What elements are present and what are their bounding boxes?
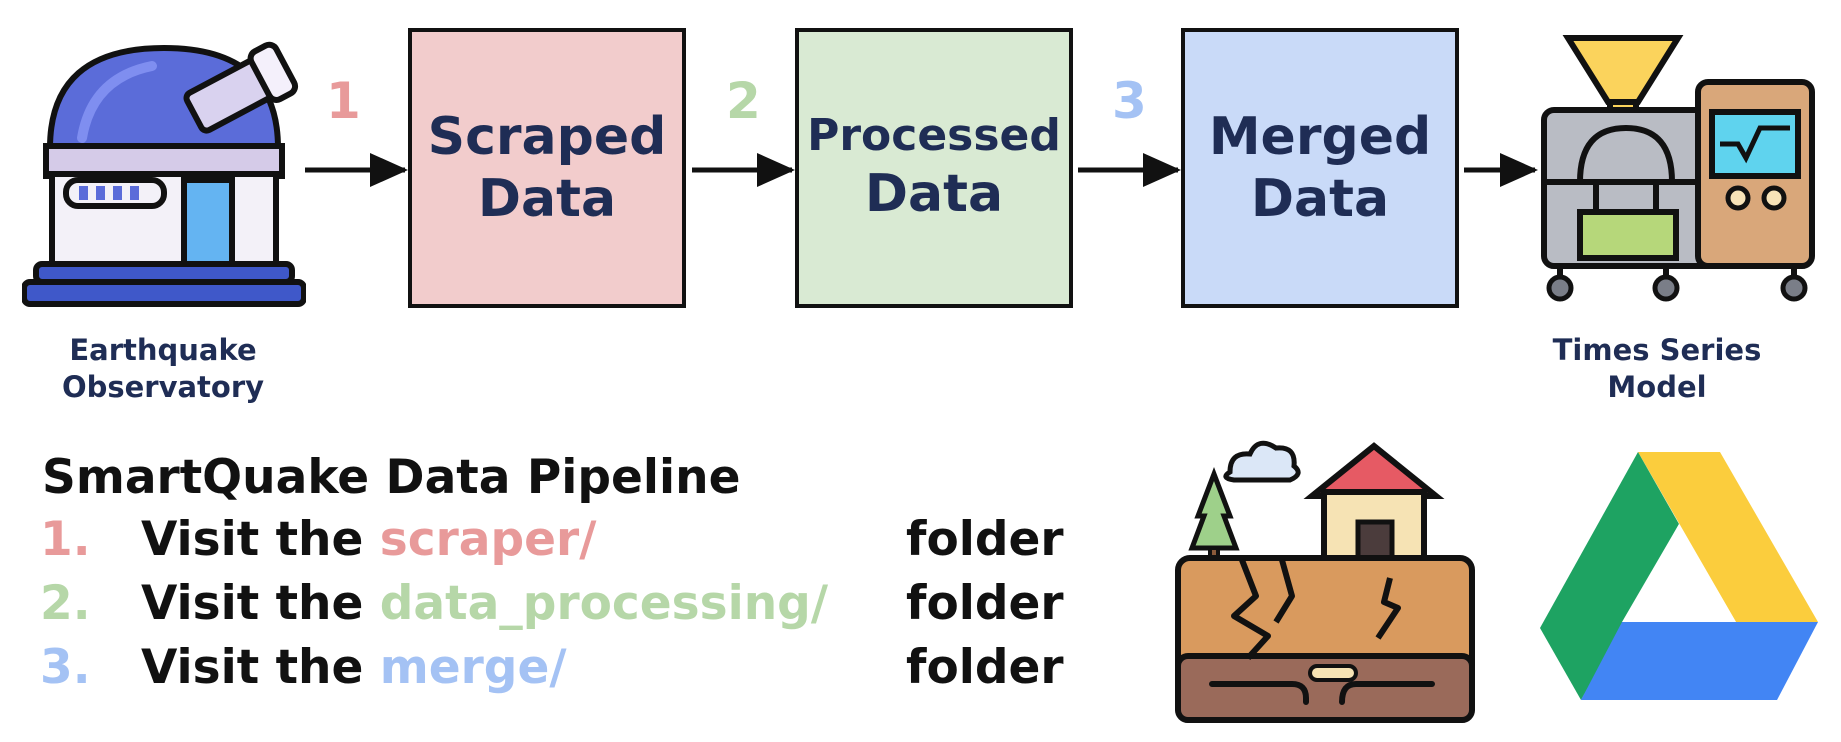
instruction-step-1-prefix: Visit the — [141, 512, 364, 567]
time-series-model-caption-line1: Times Series — [1552, 333, 1762, 367]
observatory-icon — [22, 41, 306, 307]
merge-folder-link[interactable]: merge/ — [379, 640, 567, 695]
instruction-step-3-prefix: Visit the — [141, 640, 364, 695]
processed-data-label-line1: Processed — [807, 110, 1061, 162]
google-drive-icon — [1540, 452, 1818, 700]
scraped-data-label-line1: Scraped — [427, 106, 667, 167]
pipeline-title: SmartQuake Data Pipeline — [42, 450, 741, 505]
instruction-step-3-number: 3. — [40, 640, 91, 695]
instruction-step-1-number: 1. — [40, 512, 91, 567]
instruction-step-3-suffix: folder — [906, 640, 1064, 695]
merged-data-box: Merged Data — [1181, 28, 1459, 308]
stage-number-3: 3 — [1112, 72, 1147, 130]
merged-data-label-line1: Merged — [1208, 106, 1432, 167]
instruction-step-3-text: Visit the merge/ — [141, 640, 566, 695]
earthquake-observatory-caption-line2: Observatory — [61, 370, 265, 404]
earthquake-observatory-caption: Earthquake Observatory — [43, 332, 283, 406]
flow-arrows — [305, 153, 1538, 187]
instruction-step-2-prefix: Visit the — [141, 576, 364, 631]
instruction-step-2-number: 2. — [40, 576, 91, 631]
earthquake-house-icon — [1175, 440, 1475, 723]
scraped-data-box: Scraped Data — [408, 28, 686, 308]
time-series-model-caption-line2: Model — [1607, 370, 1707, 404]
stage-number-1: 1 — [326, 72, 361, 130]
processed-data-label-line2: Data — [864, 164, 1004, 225]
instruction-step-2-suffix: folder — [906, 576, 1064, 631]
instruction-step-2-text: Visit the data_processing/ — [141, 576, 828, 631]
merged-data-label-line2: Data — [1250, 169, 1390, 229]
arrow-3 — [1078, 153, 1181, 187]
stage-number-2: 2 — [726, 72, 761, 130]
scraper-folder-link[interactable]: scraper/ — [379, 512, 597, 567]
data-processing-folder-link[interactable]: data_processing/ — [379, 576, 828, 631]
scraped-data-label-line2: Data — [477, 169, 617, 229]
instruction-step-1-text: Visit the scraper/ — [141, 512, 596, 567]
arrow-4 — [1464, 153, 1538, 187]
processed-data-box: Processed Data — [795, 28, 1073, 308]
arrow-2 — [692, 153, 795, 187]
instruction-step-1-suffix: folder — [906, 512, 1064, 567]
arrow-1 — [305, 153, 408, 187]
earthquake-observatory-caption-line1: Earthquake — [69, 333, 257, 367]
time-series-model-caption: Times Series Model — [1537, 332, 1777, 406]
time-series-machine-icon — [1541, 35, 1815, 302]
